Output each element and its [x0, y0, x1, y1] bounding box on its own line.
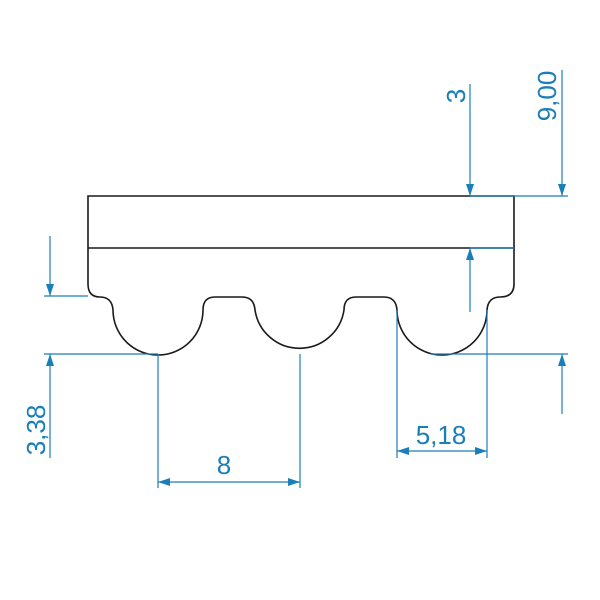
dimension-labels: 3,38 8 5,18 3 9,00	[21, 71, 562, 480]
label-backing-thickness: 3	[441, 89, 471, 103]
label-tooth-width: 5,18	[416, 420, 467, 450]
dimension-lines	[44, 70, 568, 488]
label-total-height: 9,00	[532, 71, 562, 122]
label-tooth-height: 3,38	[21, 405, 51, 456]
label-pitch: 8	[217, 450, 231, 480]
belt-profile-path	[87, 195, 515, 356]
belt-outline	[87, 195, 515, 356]
